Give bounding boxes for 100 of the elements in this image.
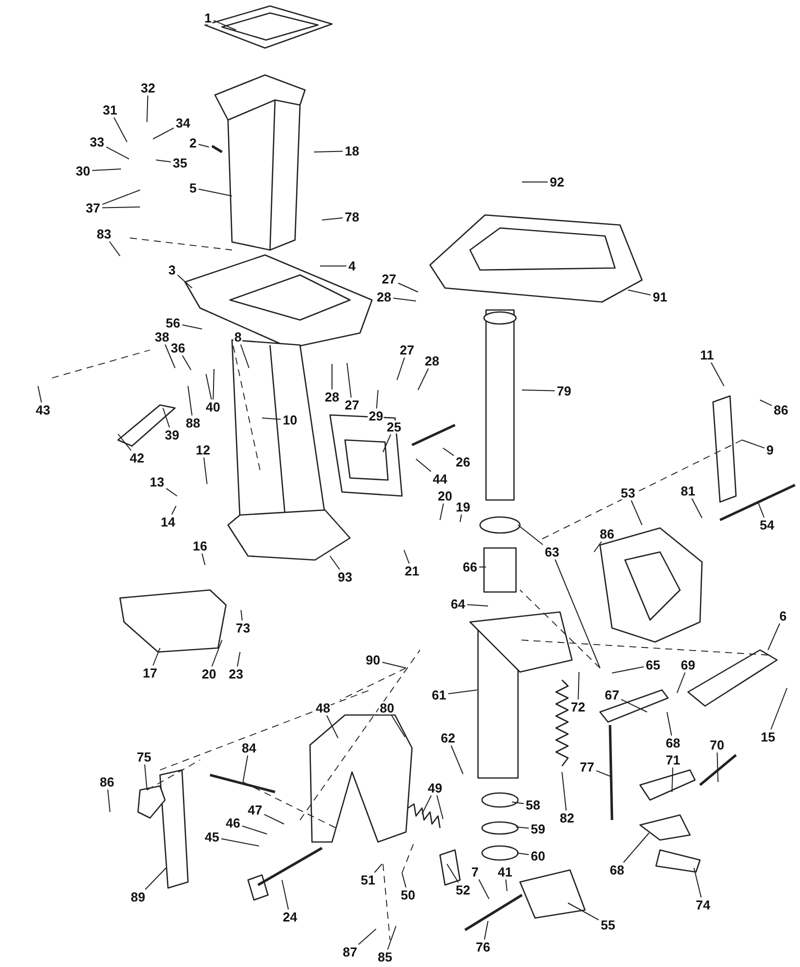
callout-number: 27	[344, 398, 360, 412]
leader-line	[391, 715, 406, 738]
callout-number: 27	[398, 344, 416, 356]
callout-number: 60	[530, 850, 546, 862]
callout-number: 55	[600, 918, 616, 932]
leader-line	[198, 188, 232, 196]
leader-line	[240, 344, 250, 368]
callout-number: 43	[34, 404, 52, 416]
callout-number: 53	[620, 486, 636, 500]
leader-line	[622, 832, 650, 863]
leader-line	[505, 879, 508, 892]
leader-line	[770, 688, 788, 730]
leader-line	[182, 324, 202, 330]
callout-number: 64	[450, 598, 466, 610]
leader-line	[107, 789, 110, 812]
leader-line	[376, 390, 378, 409]
leader-line	[242, 755, 248, 782]
leader-line	[484, 920, 488, 940]
leader-line	[387, 926, 396, 950]
leader-line	[113, 117, 128, 142]
leader-line	[198, 144, 210, 148]
callout-number: 42	[128, 452, 146, 464]
callout-number: 13	[148, 476, 166, 488]
callout-number: 19	[454, 500, 472, 514]
callout-number: 87	[342, 946, 358, 958]
callout-number: 9	[765, 444, 775, 456]
callout-number: 28	[324, 390, 340, 404]
leader-line	[516, 852, 530, 856]
leader-line	[422, 795, 432, 814]
callout-number: 34	[174, 116, 192, 130]
leader-line	[612, 666, 644, 674]
leader-line	[568, 902, 600, 920]
leader-line	[594, 541, 602, 552]
callout-number: 84	[240, 742, 258, 754]
leader-line	[330, 556, 340, 570]
leader-line	[418, 368, 429, 390]
callout-number: 31	[102, 104, 118, 116]
callout-number: 45	[204, 830, 220, 844]
callout-number: 8	[233, 330, 243, 344]
callout-number: 49	[426, 782, 444, 794]
callout-number: 82	[558, 812, 576, 824]
callout-number: 71	[664, 754, 682, 766]
callout-number: 21	[404, 564, 420, 578]
callout-number: 67	[604, 688, 620, 702]
leader-line	[392, 298, 416, 302]
leader-line	[213, 20, 236, 30]
leader-line	[374, 864, 382, 873]
callout-number: 30	[74, 164, 92, 178]
callout-number: 32	[140, 82, 156, 94]
leader-line	[144, 764, 148, 790]
leader-line	[691, 498, 702, 518]
leader-line	[402, 872, 406, 888]
callout-number: 16	[192, 540, 208, 552]
callout-number: 44	[432, 472, 448, 486]
leader-line	[92, 168, 122, 172]
callout-number: 48	[314, 702, 332, 714]
leader-line	[562, 772, 567, 811]
callout-number: 50	[400, 888, 416, 902]
callout-number: 68	[608, 864, 626, 876]
leader-line	[440, 503, 444, 520]
callout-number: 11	[699, 348, 715, 362]
callout-number: 69	[680, 658, 696, 672]
leader-line	[478, 879, 490, 900]
leader-line	[630, 500, 642, 526]
leader-line	[554, 559, 600, 668]
leader-line	[152, 127, 174, 140]
leader-line	[666, 712, 672, 736]
callout-number: 35	[172, 156, 188, 170]
callout-number: 24	[282, 910, 298, 924]
leader-line	[201, 553, 206, 566]
leader-line	[758, 502, 765, 518]
callout-number: 33	[88, 136, 106, 148]
leader-line	[596, 770, 612, 778]
leader-line	[108, 241, 120, 256]
leader-line	[396, 357, 405, 380]
callout-number: 80	[378, 702, 396, 714]
leader-line	[710, 362, 724, 386]
callout-number: 4	[347, 260, 357, 272]
callout-number: 10	[282, 414, 298, 426]
callout-number: 56	[164, 316, 182, 330]
callout-number: 93	[336, 570, 354, 584]
callout-number: 76	[474, 940, 492, 954]
callout-number: 25	[386, 420, 402, 434]
leader-line	[212, 368, 214, 400]
callout-number: 20	[200, 668, 218, 680]
callout-number: 52	[454, 884, 472, 896]
callout-number: 63	[544, 546, 560, 558]
leader-line	[460, 514, 462, 522]
leader-line	[242, 826, 268, 834]
leader-line	[466, 604, 488, 606]
leader-line	[236, 652, 240, 667]
callout-number: 41	[496, 866, 514, 878]
leader-line	[171, 506, 176, 515]
leader-line	[166, 488, 178, 496]
callout-number: 15	[760, 730, 776, 744]
leader-line	[162, 408, 170, 428]
leader-line	[211, 640, 222, 667]
callout-number: 77	[578, 760, 596, 774]
callout-number: 73	[234, 622, 252, 634]
leader-line	[164, 344, 176, 368]
